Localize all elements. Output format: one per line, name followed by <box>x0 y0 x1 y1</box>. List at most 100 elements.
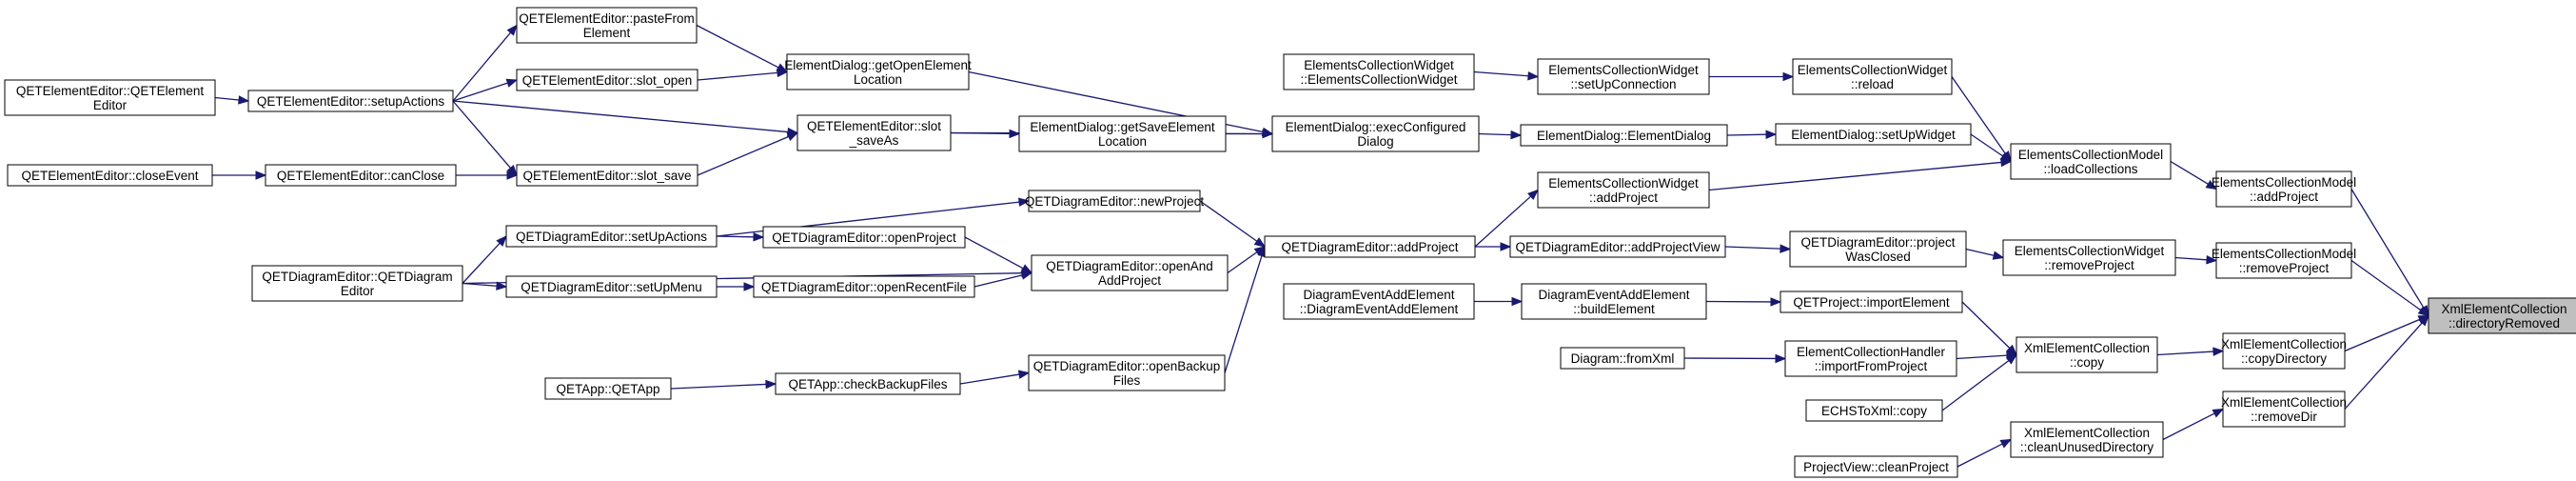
node-ecm-rem[interactable]: ElementsCollectionModel::removeProject <box>2212 242 2356 279</box>
node-qetp-import[interactable]: QETProject::importElement <box>1780 291 1963 313</box>
node-echs[interactable]: ECHSToXml::copy <box>1805 399 1943 422</box>
edge-arrowhead <box>505 78 519 88</box>
edge-line <box>452 31 512 102</box>
node-ed-ctor[interactable]: ElementDialog::ElementDialog <box>1520 124 1728 147</box>
node-ecm-add[interactable]: ElementsCollectionModel::addProject <box>2212 170 2356 208</box>
node-qa-ctor[interactable]: QETApp::QETApp <box>544 377 672 400</box>
node-label-line: QETDiagramEditor::setUpMenu <box>521 280 702 294</box>
node-root[interactable]: XmlElementCollection::directoryRemoved <box>2428 297 2576 334</box>
node-qee-ctor[interactable]: QETElementEditor::QETElementEditor <box>4 79 216 116</box>
node-label-line: ElementDialog::getOpenElement <box>784 58 972 72</box>
node-qde-ctor[interactable]: QETDiagramEditor::QETDiagramEditor <box>251 265 463 302</box>
edge-line <box>462 242 501 284</box>
edge-line <box>950 131 1011 135</box>
node-box <box>1520 124 1728 147</box>
node-qde-addproj[interactable]: QETDiagramEditor::addProject <box>1264 235 1476 258</box>
edge-arrowhead <box>1262 129 1274 139</box>
node-label-line: DiagramEventAddElement <box>1303 288 1454 302</box>
edge-qee-slotopen-to-ed-open <box>697 68 789 81</box>
edge-arrowhead <box>2000 157 2013 168</box>
node-ecw-remproj[interactable]: ElementsCollectionWidget::removeProject <box>2002 239 2176 276</box>
edge-line <box>1965 248 1995 256</box>
node-ech-import[interactable]: ElementCollectionHandler::importFromProj… <box>1784 340 1957 377</box>
node-label-line: Files <box>1113 373 1141 388</box>
node-qee-slotopen[interactable]: QETElementEditor::slot_open <box>516 69 698 91</box>
node-box <box>505 275 718 298</box>
node-label-line: ::directoryRemoved <box>2448 316 2560 331</box>
node-label-line: ::removeProject <box>2239 261 2330 275</box>
node-ecw-reload[interactable]: ElementsCollectionWidget::reload <box>1792 58 1953 95</box>
node-box <box>2002 239 2176 276</box>
node-label-line: ::reload <box>1851 77 1894 91</box>
edge-line <box>1473 70 1529 77</box>
node-xec-copy[interactable]: XmlElementCollection::copy <box>2016 336 2158 373</box>
node-dea-build[interactable]: DiagramEventAddElement::buildElement <box>1521 283 1707 320</box>
edge-arrowhead <box>1765 130 1778 139</box>
edge-ecw-addproj-to-ecm-load <box>1708 157 2013 191</box>
edge-qee-slotsave-to-qee-saveas <box>697 131 799 176</box>
edge-qde-openproj-to-qde-openadd <box>964 236 1033 274</box>
edge-qde-newproj-to-qde-addproj <box>1199 200 1267 248</box>
edge-ecm-load-to-ecm-add <box>2170 160 2218 190</box>
edge-line <box>697 71 778 81</box>
node-qde-openproj[interactable]: QETDiagramEditor::openProject <box>762 226 966 249</box>
edge-qee-setupactions-to-qee-paste <box>452 24 518 102</box>
edge-line <box>1478 132 1512 136</box>
edge-line <box>959 373 1020 385</box>
node-qee-closeevent[interactable]: QETElementEditor::closeEvent <box>7 164 213 187</box>
node-qee-canclose[interactable]: QETElementEditor::canClose <box>265 164 457 187</box>
edge-arrowhead <box>1780 244 1792 253</box>
node-qee-slotsave[interactable]: QETElementEditor::slot_save <box>516 164 698 187</box>
edge-arrowhead <box>2212 408 2225 418</box>
node-label-line: QETDiagramEditor::openBackup <box>1033 359 1221 373</box>
edge-echs-to-xec-copy <box>1941 353 2018 411</box>
edge-qee-setupactions-to-qee-slotsave <box>452 100 518 177</box>
node-label-line: ElementsCollectionWidget <box>1798 63 1948 77</box>
node-qee-saveas[interactable]: QETElementEditor::slot_saveAs <box>796 114 952 151</box>
edge-qa-checkbackup-to-qde-openbackup <box>959 370 1031 385</box>
edge-ed-ctor-to-ed-setup <box>1726 130 1778 139</box>
node-ecw-setupconn[interactable]: ElementsCollectionWidget::setUpConnectio… <box>1537 58 1710 95</box>
edge-line <box>1951 76 2006 154</box>
edge-qde-addproj-to-ecw-addproj <box>1474 189 1539 248</box>
edge-arrowhead <box>2418 314 2429 327</box>
node-pv-clean[interactable]: ProjectView::cleanProject <box>1794 455 1958 478</box>
node-qee-setupactions[interactable]: QETElementEditor::setupActions <box>247 90 454 112</box>
node-qde-addview[interactable]: QETDiagramEditor::addProjectView <box>1509 235 1726 258</box>
edge-line <box>670 383 767 390</box>
edge-line <box>1726 133 1767 136</box>
node-xec-remdir[interactable]: XmlElementCollection::removeDir <box>2221 391 2347 428</box>
node-qde-setupactions[interactable]: QETDiagramEditor::setUpActions <box>505 225 718 248</box>
node-dea-ctor[interactable]: DiagramEventAddElement::DiagramEventAddE… <box>1283 283 1475 320</box>
edge-line <box>1941 359 2010 411</box>
node-qde-setupmenu[interactable]: QETDiagramEditor::setUpMenu <box>505 275 718 298</box>
node-label-line: ElementDialog::setUpWidget <box>1791 128 1956 142</box>
node-xec-clean[interactable]: XmlElementCollection::cleanUnusedDirecto… <box>2010 421 2164 458</box>
edge-arrowhead <box>743 282 756 291</box>
node-d-fromxml[interactable]: Diagram::fromXml <box>1560 347 1685 370</box>
node-ecw-addproj[interactable]: ElementsCollectionWidget::addProject <box>1537 171 1710 209</box>
node-ecm-load[interactable]: ElementsCollectionModel::loadCollections <box>2010 143 2172 180</box>
node-label-line: ElementsCollectionWidget <box>2015 244 2165 258</box>
node-qde-openrecent[interactable]: QETDiagramEditor::openRecentFile <box>753 275 975 298</box>
node-box <box>516 69 698 91</box>
node-label-line: ::ElementsCollectionWidget <box>1300 72 1457 87</box>
node-qa-checkbackup[interactable]: QETApp::checkBackupFiles <box>775 372 961 395</box>
node-label-line: QETDiagramEditor::setUpActions <box>516 230 707 244</box>
node-ecw-ctor[interactable]: ElementsCollectionWidget::ElementsCollec… <box>1283 53 1475 90</box>
node-box <box>775 372 961 395</box>
node-qde-newproj[interactable]: QETDiagramEditor::newProject <box>1025 190 1205 212</box>
edge-ecw-ctor-to-ecw-setupconn <box>1473 70 1540 81</box>
edge-line <box>214 96 240 101</box>
node-xec-copydir[interactable]: XmlElementCollection::copyDirectory <box>2221 332 2347 370</box>
edge-line <box>1724 246 1781 250</box>
node-ed-setup[interactable]: ElementDialog::setUpWidget <box>1775 123 1972 146</box>
node-box <box>265 164 457 187</box>
